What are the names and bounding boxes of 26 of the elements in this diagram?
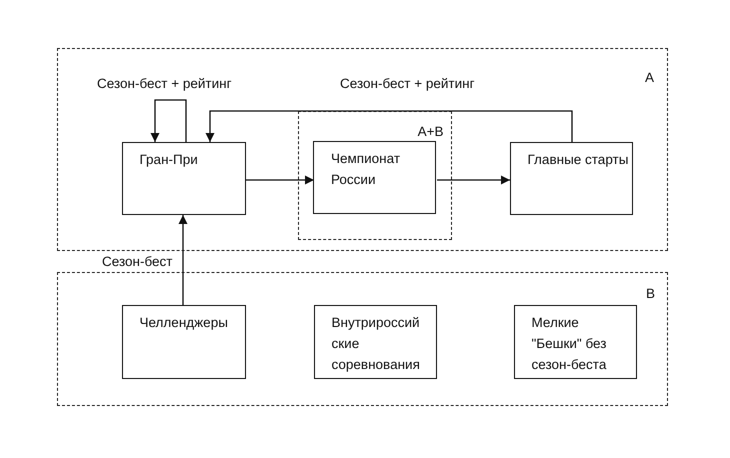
dashed-group-frame <box>298 110 452 240</box>
box-label: Гран-При <box>140 150 199 169</box>
dashed-group-frame <box>57 48 668 251</box>
arrow <box>437 176 510 184</box>
box-label: Чемпионат России <box>331 150 401 189</box>
arrow <box>206 110 573 142</box>
arrow <box>246 176 314 184</box>
group-label: В <box>644 285 655 303</box>
process-box <box>314 304 436 378</box>
process-box <box>122 142 246 214</box>
box-label: Внутрироссий ские соревнования <box>332 314 421 374</box>
process-box <box>313 141 436 214</box>
process-box <box>122 304 246 378</box>
edge-label: Сезон-бест <box>100 254 174 269</box>
process-box <box>514 304 636 378</box>
group-label: А+В <box>416 122 444 140</box>
box-label: Челленджеры <box>140 314 229 332</box>
edge-label: Сезон-бест + рейтинг <box>95 76 234 91</box>
process-box <box>510 142 632 214</box>
box-label: Главные старты <box>528 150 628 169</box>
group-label: А <box>644 69 654 87</box>
edge-label: Сезон-бест + рейтинг <box>338 76 477 91</box>
box-label: Мелкие "Бешки" без сезон-беста <box>532 314 608 374</box>
arrow <box>178 215 188 305</box>
dashed-group-frame <box>57 272 668 406</box>
arrow <box>150 99 187 142</box>
